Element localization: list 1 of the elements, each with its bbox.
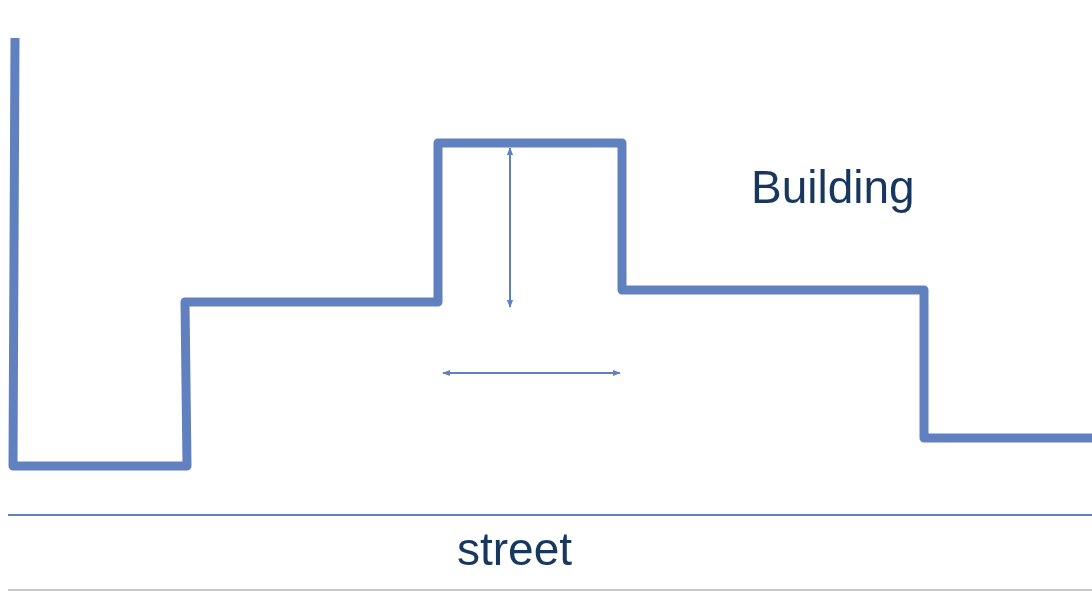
street-label: street xyxy=(457,526,573,572)
